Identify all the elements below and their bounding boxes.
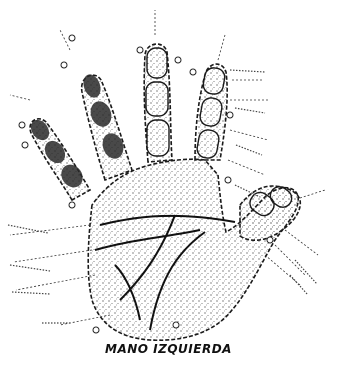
figure-caption: MANO IZQUIERDA	[0, 342, 337, 356]
